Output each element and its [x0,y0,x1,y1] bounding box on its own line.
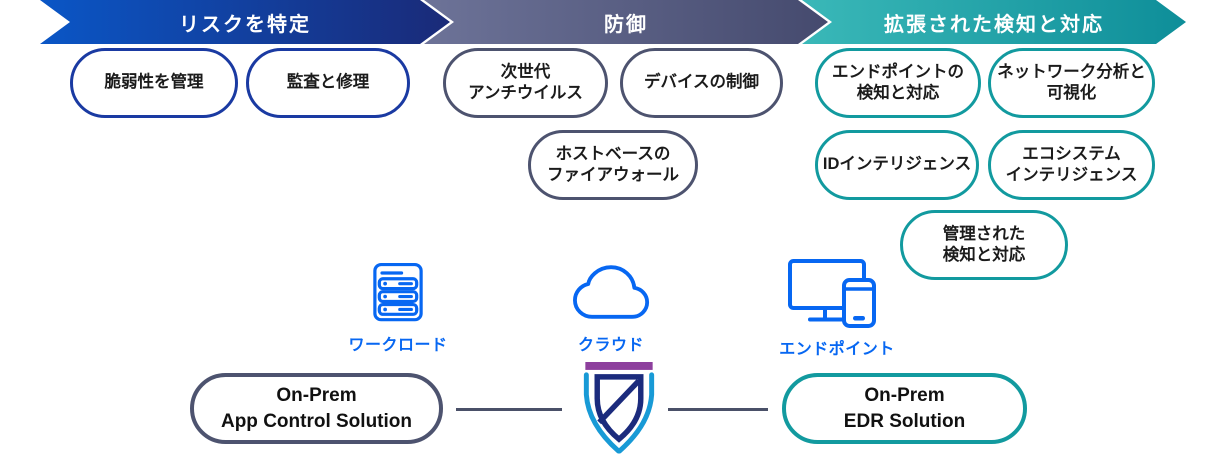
pill-vulnerability-management: 脆弱性を管理 [70,48,238,118]
infra-workload: ワークロード [346,260,450,355]
band-protect: 防御 [424,0,828,44]
pill-host-based-firewall: ホストベースの ファイアウォール [528,130,698,200]
pill-endpoint-detection-response: エンドポイントの 検知と対応 [815,48,981,118]
infra-endpoint: エンドポイント [772,258,902,359]
infra-cloud-label: クラウド [577,337,644,354]
connector-right-line [668,408,768,411]
band-extended-detection-response-label: 拡張された検知と対応 [884,13,1104,36]
infra-cloud: クラウド [553,262,669,355]
pill-id-intelligence: IDインテリジェンス [815,130,979,200]
shield-logo [576,362,662,457]
pill-next-gen-antivirus: 次世代 アンチウイルス [443,48,608,118]
server-icon [373,262,423,322]
endpoint-devices-icon [788,259,876,328]
band-identify-risk: リスクを特定 [40,0,450,44]
pill-managed-detection-response: 管理された 検知と対応 [900,210,1068,280]
infra-workload-label: ワークロード [348,337,448,354]
band-protect-label: 防御 [604,13,648,36]
connector-left-line [456,408,562,411]
band-identify-risk-label: リスクを特定 [179,13,311,36]
pill-device-control: デバイスの制御 [620,48,783,118]
pill-network-analysis-visibility: ネットワーク分析と 可視化 [988,48,1155,118]
band-extended-detection-response: 拡張された検知と対応 [802,0,1186,44]
solution-on-prem-edr: On-Prem EDR Solution [782,373,1027,444]
pill-audit-remediation: 監査と修理 [246,48,410,118]
shield-icon [583,362,655,454]
pill-ecosystem-intelligence: エコシステム インテリジェンス [988,130,1155,200]
cloud-icon [573,265,650,319]
solution-on-prem-app-control: On-Prem App Control Solution [190,373,443,444]
infra-endpoint-label: エンドポイント [779,341,895,358]
